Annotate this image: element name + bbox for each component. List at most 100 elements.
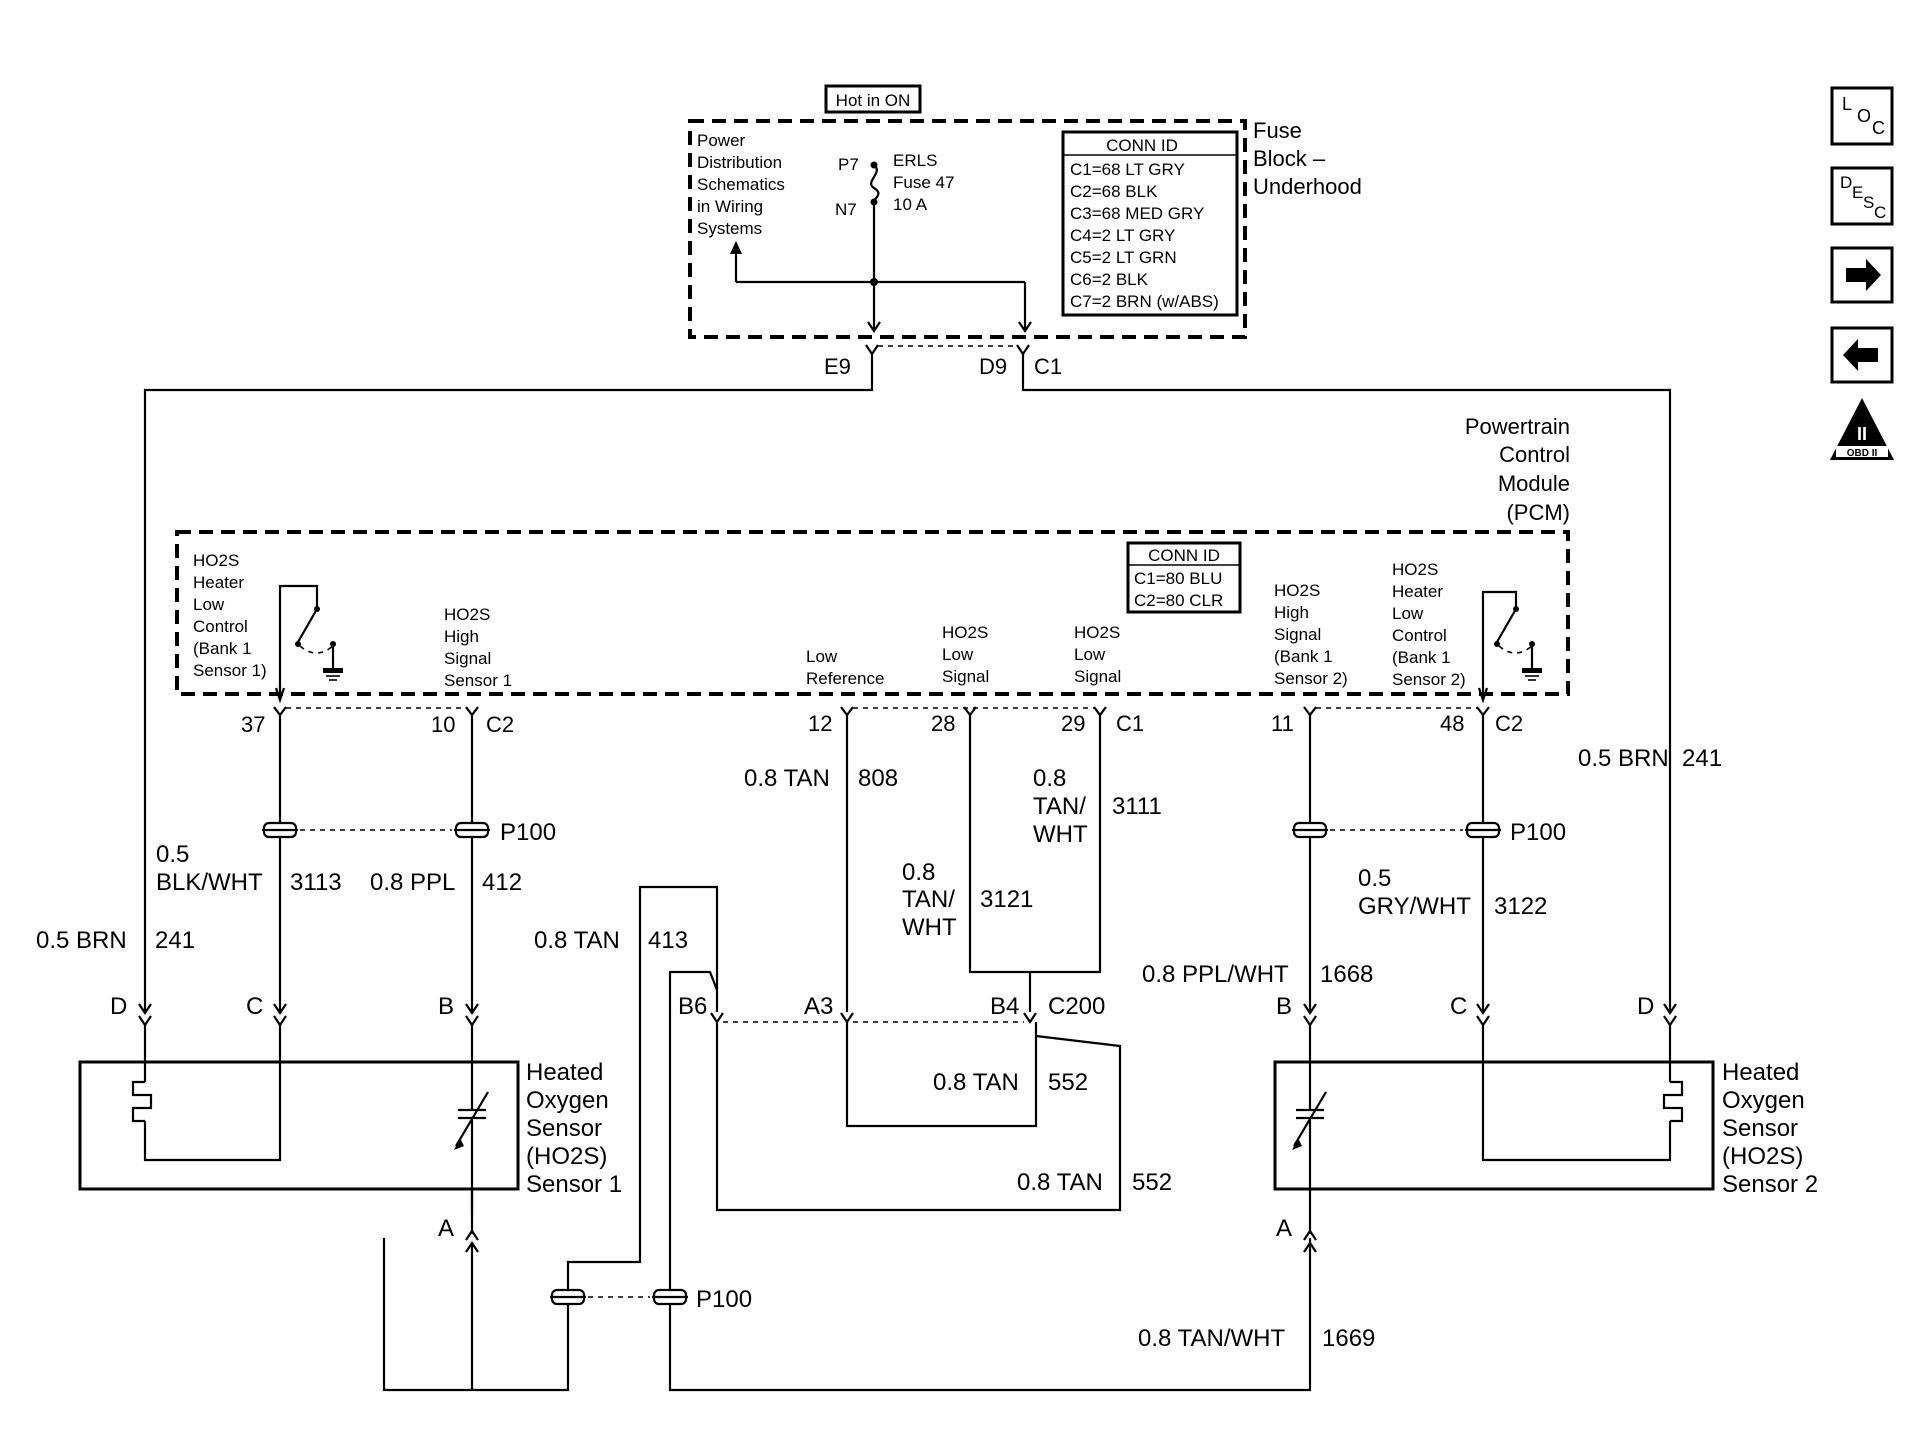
p100-label: P100 [500, 819, 556, 846]
svg-text:1669: 1669 [1322, 1325, 1375, 1352]
svg-text:D9: D9 [979, 354, 1007, 379]
svg-text:HO2S: HO2S [444, 605, 490, 624]
next-button[interactable] [1830, 246, 1894, 304]
svg-text:C1: C1 [1034, 354, 1062, 379]
pcm-switch-2 [1477, 590, 1542, 704]
svg-text:Sensor: Sensor [1722, 1115, 1798, 1142]
svg-text:Distribution: Distribution [697, 153, 782, 172]
svg-text:C2: C2 [486, 712, 514, 737]
svg-text:A: A [1276, 1215, 1292, 1242]
svg-text:0.8: 0.8 [902, 859, 935, 886]
p100-label: P100 [1510, 819, 1566, 846]
svg-text:Heater: Heater [193, 573, 244, 592]
svg-text:3111: 3111 [1112, 793, 1162, 820]
svg-text:0.8 TAN: 0.8 TAN [933, 1069, 1019, 1096]
svg-text:in Wiring: in Wiring [697, 197, 763, 216]
svg-text:Oxygen: Oxygen [1722, 1087, 1805, 1114]
svg-text:D: D [110, 993, 127, 1020]
svg-text:3113: 3113 [290, 869, 342, 896]
svg-text:A3: A3 [804, 993, 833, 1020]
svg-text:0.8: 0.8 [1033, 765, 1066, 792]
svg-text:L: L [1842, 94, 1852, 114]
svg-text:28: 28 [931, 711, 955, 736]
arrow-down-icon [1477, 687, 1489, 704]
pcm-title: Powertrain Control Module (PCM) [1465, 414, 1570, 525]
connector-c200: B6 A3 B4 C200 [678, 993, 1105, 1024]
wire-1669 [668, 970, 1312, 1392]
svg-text:1668: 1668 [1320, 961, 1373, 988]
pcm-switch-1 [274, 584, 343, 704]
svg-text:0.5 BRN: 0.5 BRN [36, 927, 127, 954]
wire-3111 [1030, 715, 1102, 974]
obd-ii-button[interactable]: II OBD II [1830, 398, 1894, 460]
pcm-label-high-signal-2: HO2S High Signal (Bank 1 Sensor 2) [1274, 581, 1348, 688]
variable-resistor-icon [455, 1091, 489, 1147]
obd-ii-icon [1830, 398, 1894, 460]
svg-text:C1: C1 [1116, 711, 1144, 736]
svg-text:Power: Power [697, 131, 746, 150]
variable-resistor-icon [1293, 1091, 1327, 1147]
pcm-pin-row: 37 10 C2 12 28 29 C1 11 48 C2 [241, 706, 1523, 737]
svg-text:B: B [1276, 993, 1292, 1020]
svg-text:Fuse: Fuse [1253, 118, 1302, 143]
svg-text:E: E [1852, 183, 1863, 202]
svg-text:Low: Low [806, 647, 838, 666]
splice-p100-left: P100 [262, 819, 556, 846]
svg-text:552: 552 [1048, 1069, 1088, 1096]
svg-text:10 A: 10 A [893, 195, 928, 214]
svg-text:Control: Control [193, 617, 248, 636]
svg-text:(HO2S): (HO2S) [1722, 1143, 1803, 1170]
svg-text:413: 413 [648, 927, 688, 954]
svg-text:TAN/: TAN/ [902, 886, 955, 913]
sensor-1-body [78, 1060, 520, 1191]
svg-text:OBD II: OBD II [1847, 448, 1878, 459]
desc-button[interactable]: D E S C [1830, 166, 1894, 226]
svg-text:C: C [246, 993, 263, 1020]
svg-text:II: II [1857, 424, 1867, 444]
svg-text:Reference: Reference [806, 669, 884, 688]
svg-text:C: C [1874, 203, 1886, 222]
fuse-block-conn-id: CONN ID C1=68 LT GRY C2=68 BLK C3=68 MED… [1061, 130, 1239, 317]
svg-text:12: 12 [808, 711, 832, 736]
svg-text:0.8 PPL/WHT: 0.8 PPL/WHT [1142, 961, 1289, 988]
svg-text:3122: 3122 [1494, 893, 1547, 920]
sensor-2: B C D A Heated Oxygen Sensor (HO2S) Sens… [1273, 993, 1818, 1253]
arrow-right-icon [1846, 259, 1881, 291]
wire-552b [715, 1022, 1122, 1212]
svg-text:241: 241 [1682, 745, 1722, 772]
svg-text:Heater: Heater [1392, 582, 1443, 601]
svg-text:Fuse 47: Fuse 47 [893, 173, 954, 192]
svg-text:Sensor 1): Sensor 1) [193, 661, 267, 680]
svg-text:11: 11 [1271, 711, 1294, 736]
svg-text:WHT: WHT [902, 914, 957, 941]
svg-text:0.8 TAN/WHT: 0.8 TAN/WHT [1138, 1325, 1285, 1352]
svg-text:High: High [444, 627, 479, 646]
svg-text:0.8 TAN: 0.8 TAN [744, 765, 830, 792]
pin-n7: N7 [835, 200, 857, 219]
svg-text:(PCM): (PCM) [1506, 500, 1570, 525]
pcm-label-heater-low-2: HO2S Heater Low Control (Bank 1 Sensor 2… [1392, 560, 1466, 689]
svg-text:HO2S: HO2S [193, 551, 239, 570]
svg-text:Signal: Signal [1274, 625, 1321, 644]
arrow-left-icon [1843, 339, 1878, 371]
svg-text:Low: Low [1074, 645, 1106, 664]
wire-labels: 0.5 BRN 241 0.5 BLK/WHT 3113 0.8 PPL 412… [36, 745, 1722, 988]
svg-text:HO2S: HO2S [942, 623, 988, 642]
svg-text:WHT: WHT [1033, 821, 1088, 848]
svg-text:Control: Control [1392, 626, 1447, 645]
pcm-outline [175, 530, 1570, 696]
svg-text:E9: E9 [824, 354, 851, 379]
svg-text:C2=80 CLR: C2=80 CLR [1134, 591, 1223, 610]
loc-button[interactable]: L O C [1830, 86, 1894, 146]
svg-text:0.5: 0.5 [156, 841, 189, 868]
wire-413 [382, 885, 719, 1392]
pin-p7: P7 [838, 155, 859, 174]
back-button[interactable] [1830, 326, 1894, 384]
svg-text:3121: 3121 [980, 886, 1033, 913]
hot-in-on-text: Hot in ON [836, 91, 911, 110]
svg-text:B4: B4 [990, 993, 1019, 1020]
svg-text:Sensor 2: Sensor 2 [1722, 1171, 1818, 1198]
fuse-icon [870, 164, 880, 203]
